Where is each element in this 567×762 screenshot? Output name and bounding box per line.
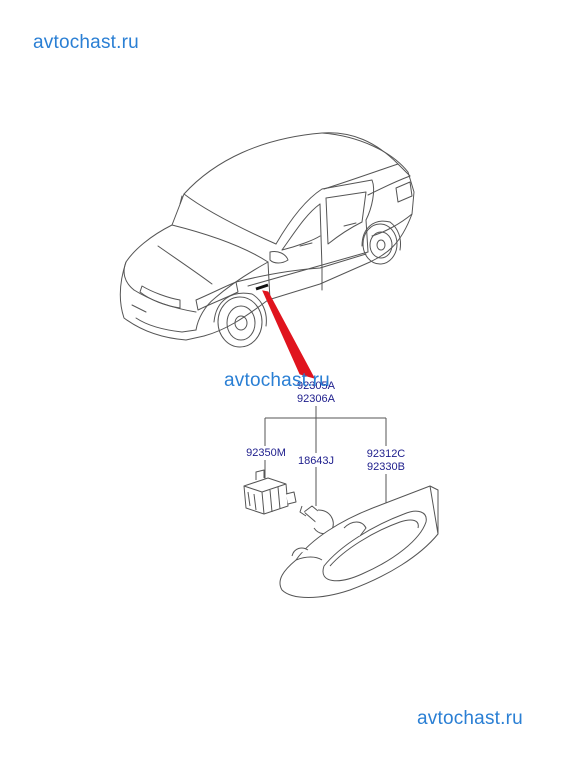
callout-pointer [262, 290, 315, 379]
socket-illustration [243, 469, 297, 515]
part-number-bulb: 18643J [297, 455, 335, 467]
part-number-socket: 92350M [246, 447, 286, 459]
car-illustration [119, 132, 415, 348]
watermark-middle: avtochast.ru [224, 370, 330, 391]
bulb-illustration [299, 505, 334, 535]
part-number-lens-1: 92312C [366, 448, 406, 460]
watermark-bottom: avtochast.ru [417, 708, 523, 729]
part-number-assembly-1: 92305A [297, 380, 335, 392]
lamp-housing-illustration [279, 485, 439, 598]
leader-lines [264, 406, 387, 506]
part-number-assembly-2: 92306A [297, 393, 335, 405]
part-number-lens-2: 92330B [367, 461, 405, 473]
side-marker-location [255, 283, 269, 291]
watermark-top: avtochast.ru [33, 32, 139, 53]
